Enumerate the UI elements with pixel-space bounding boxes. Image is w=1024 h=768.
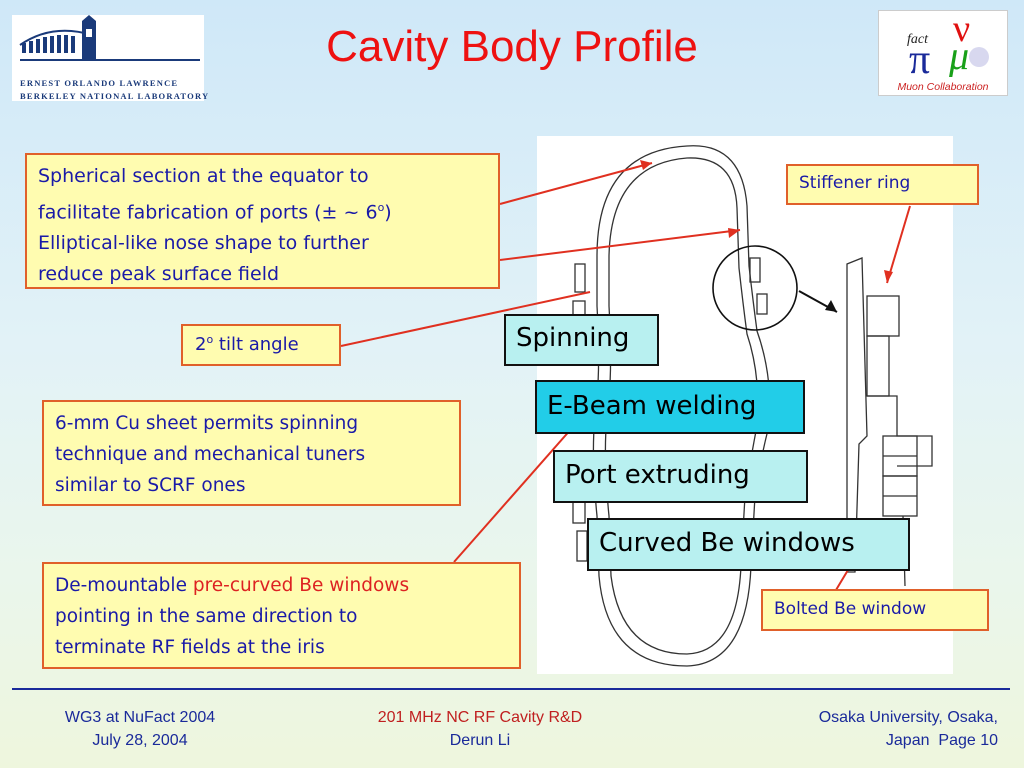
- svg-text:μ: μ: [948, 33, 969, 77]
- footer-left: WG3 at NuFact 2004 July 28, 2004: [64, 709, 216, 749]
- callout-text: facilitate fabrication of ports (± ~ 6o): [38, 201, 392, 224]
- arrow-to-bolted: [835, 569, 849, 591]
- cu-sheet-callout: 6-mm Cu sheet permits spinning technique…: [42, 400, 461, 506]
- svg-text:fact: fact: [907, 32, 929, 47]
- port-extruding-label: Port extruding: [553, 450, 808, 503]
- ebeam-welding-label: E-Beam welding: [535, 380, 805, 434]
- footer-divider: [12, 688, 1010, 690]
- tilt-angle-callout: 2o tilt angle: [181, 324, 341, 366]
- callout-text: De-mountable pre-curved Be windows: [55, 575, 410, 596]
- callout-text: pointing in the same direction to: [55, 606, 358, 627]
- lbnl-building-icon: [19, 15, 200, 61]
- callout-text: Spherical section at the equator to: [38, 165, 369, 187]
- callout-text: terminate RF fields at the iris: [55, 637, 325, 658]
- demountable-windows-callout: De-mountable pre-curved Be windows point…: [42, 562, 521, 669]
- arrow-to-stiffener: [886, 205, 911, 284]
- footer-center: 201 MHz NC RF Cavity R&D Derun Li: [377, 709, 583, 749]
- svg-text:π: π: [909, 37, 930, 77]
- arrow-to-tilt: [340, 291, 591, 347]
- footer-right: Osaka University, Osaka, Japan Page 10: [818, 709, 998, 749]
- lbnl-logo: Ernest Orlando Lawrence Berkeley Nationa…: [12, 15, 208, 101]
- callout-text: reduce peak surface field: [38, 263, 280, 286]
- curved-be-windows-label: Curved Be windows: [587, 518, 910, 571]
- arrow-to-equator: [499, 162, 653, 205]
- callout-text: similar to SCRF ones: [55, 475, 246, 496]
- highlight-text: pre-curved Be windows: [192, 575, 410, 596]
- spherical-section-callout: Spherical section at the equator to faci…: [25, 153, 500, 289]
- callout-text: technique and mechanical tuners: [55, 444, 366, 465]
- lbnl-name-line2: Berkeley National Laboratory: [20, 91, 210, 101]
- nufact-emblem-icon: fact ν π μ: [907, 8, 989, 83]
- nufact-caption: Muon Collaboration: [897, 81, 989, 93]
- svg-text:ν: ν: [953, 11, 970, 50]
- muon-collaboration-logo: fact ν π μ Muon Collaboration: [878, 8, 1008, 96]
- arrow-to-nose: [499, 229, 741, 261]
- arrow-to-window: [453, 427, 573, 563]
- spinning-label: Spinning: [504, 314, 659, 366]
- callout-text: Elliptical-like nose shape to further: [38, 232, 369, 255]
- page-number: Page 10: [938, 732, 998, 749]
- stiffener-ring-label: Stiffener ring: [786, 164, 979, 205]
- bolted-window-label: Bolted Be window: [761, 589, 989, 631]
- callout-text: 6-mm Cu sheet permits spinning: [55, 413, 359, 434]
- slide-title: Cavity Body Profile: [326, 22, 698, 71]
- lbnl-name-line1: Ernest Orlando Lawrence: [20, 78, 179, 88]
